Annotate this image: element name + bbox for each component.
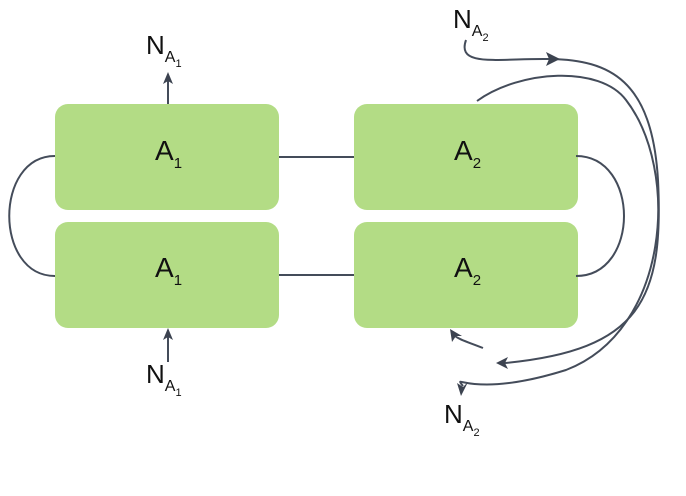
box-a1-top-label: A1 [155,135,182,172]
box-a1-top [55,104,279,210]
box-a2-bottom [354,222,578,328]
n-a2-bottom-label: NA2 [444,399,480,439]
a2-top-incoming-curve [463,39,660,364]
a2-top-incoming-arrowhead [546,52,560,66]
left-loop [8,155,56,277]
box-a1-bottom [55,222,279,328]
box-a1-bottom-label: A1 [155,252,182,289]
box-a2-bottom-label: A2 [454,252,481,289]
box-a2-top [354,104,578,210]
a2-exit-curve [459,74,660,387]
n-a1-bottom-label: NA1 [146,359,182,399]
a2-bottom-entry-line [454,335,484,349]
box-a2-top-label: A2 [454,135,481,172]
a2-exit-arrowhead [457,382,468,396]
a1-top-exit-arrowhead [163,72,173,84]
n-a2-top-label: NA2 [453,4,489,44]
a2-bottom-return-arrowhead [496,357,508,369]
right-loop [575,155,625,277]
a2-bottom-entry-arrowhead [450,329,462,342]
a1-bottom-entry-arrowhead [163,328,173,340]
n-a1-top-label: NA1 [146,30,182,70]
